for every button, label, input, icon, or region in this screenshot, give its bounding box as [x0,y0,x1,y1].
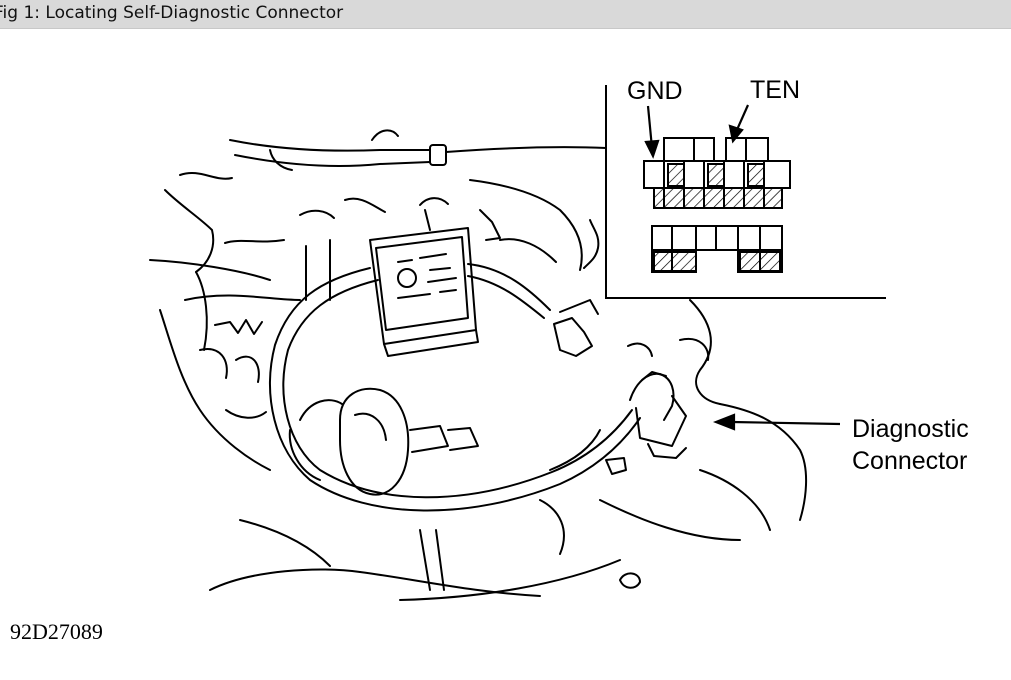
connector-pin-layout-lower [651,225,783,273]
figure-caption-bar: Fig 1: Locating Self-Diagnostic Connecto… [0,0,1011,29]
figure-caption: Fig 1: Locating Self-Diagnostic Connecto… [0,3,344,23]
connector-pin-layout-upper [643,137,791,209]
engine-bay-line-art [149,129,808,601]
diagnostic-connector-arrow [712,413,841,431]
diagnostic-label-line2: Connector [852,447,967,475]
engine-bay-illustration: GND TEN Diagnostic Connector [0,29,1011,680]
line-drawing: GND TEN Diagnostic Connector [149,76,969,601]
gnd-label: GND [627,77,683,105]
ten-arrow [728,104,750,144]
diagnostic-label-line1: Diagnostic [852,415,969,443]
connector-inset [605,85,886,299]
figure-code: 92D27089 [10,619,103,644]
gnd-arrow [644,105,660,159]
ten-label: TEN [750,76,800,104]
